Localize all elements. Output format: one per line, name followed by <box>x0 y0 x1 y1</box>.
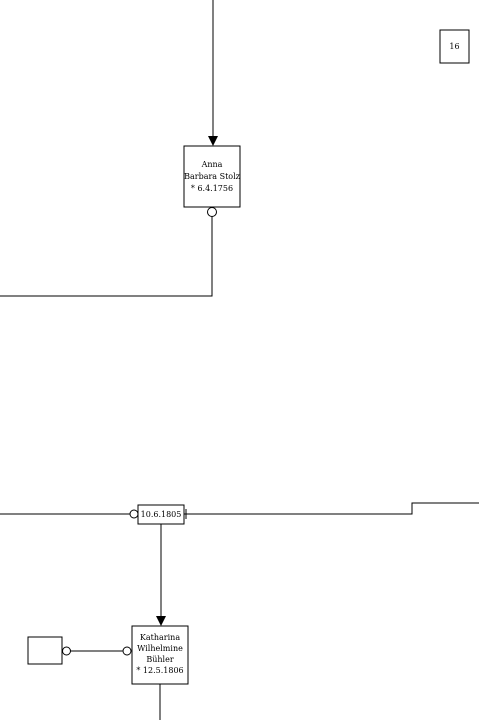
connector-circle-icon <box>207 207 217 217</box>
connector-circle-icon <box>122 646 132 656</box>
person-name-line2: Wilhelmine <box>137 644 183 653</box>
arrow-down-icon <box>208 136 218 146</box>
connector-circle-icon <box>62 646 71 656</box>
person-birth: * 6.4.1756 <box>191 184 233 193</box>
page-number: 16 <box>449 42 459 51</box>
empty-person-box[interactable] <box>27 636 63 665</box>
marriage-date: 10.6.1805 <box>141 510 182 519</box>
arrow-down-icon <box>156 616 166 626</box>
person-name-line2: Barbara Stolz <box>184 172 240 181</box>
person-name-line1: Katharina <box>140 633 180 642</box>
person-box-katharina[interactable] <box>131 625 189 685</box>
person-birth: * 12.5.1806 <box>136 666 183 675</box>
person-name-line3: Bühler <box>146 655 173 664</box>
marriage-line-right <box>184 502 479 515</box>
connector-circle-icon <box>129 509 139 519</box>
person-box-anna[interactable] <box>183 145 241 208</box>
page-number-box <box>439 29 470 64</box>
spouse-connector-line <box>0 216 213 297</box>
person-name-line1: Anna <box>201 160 223 169</box>
